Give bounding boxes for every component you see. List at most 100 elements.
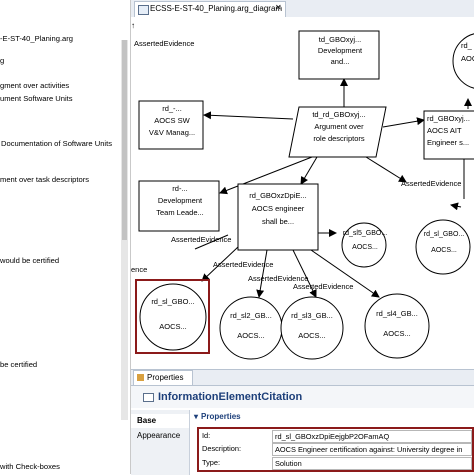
- solution-circle[interactable]: [280, 296, 344, 360]
- side-tab-appearance[interactable]: Appearance: [137, 431, 181, 440]
- solution-node-selected[interactable]: rd_sl_GBO... AOCS...: [141, 289, 205, 339]
- node-id: rd_sl5_GBO...: [342, 230, 388, 237]
- selection-highlight: [135, 279, 210, 354]
- id-field[interactable]: rd_sl_GBOxzDpiEejgbP2OFamAQ: [272, 430, 472, 443]
- edge-eng-sl-selected: [201, 246, 239, 282]
- node-text: and...: [330, 57, 350, 66]
- node-text: Development: [157, 196, 203, 205]
- goal-box[interactable]: [138, 100, 204, 150]
- edge-strategy-right: [365, 156, 407, 183]
- edge-eng-sl3: [292, 249, 317, 298]
- diagram-svg: [135, 30, 474, 360]
- property-key: Id:: [202, 431, 211, 440]
- properties-view: Properties InformationElementCitation Ba…: [131, 369, 474, 475]
- tree-item[interactable]: Documentation of Software Units: [1, 139, 113, 148]
- node-id: td_rd_GBOxyj...: [312, 110, 366, 119]
- solution-node-sl5[interactable]: rd_sl5_GBO... AOCS...: [342, 227, 388, 255]
- property-table: Id: rd_sl_GBOxzDpiEejgbP2OFamAQ Descript…: [197, 427, 474, 472]
- property-row-description: Description: AOCS Engineer certification…: [199, 442, 474, 456]
- diagram-icon: [138, 5, 149, 15]
- editor-tab-bar: ECSS-E-ST-40_Planing.arg_diagram ✕: [131, 0, 474, 18]
- edge-strategy-aocs-sw: [203, 111, 294, 120]
- node-id: rd_: [461, 41, 472, 50]
- node-text: AOCS SW: [154, 116, 190, 125]
- node-text: AOCS...: [159, 322, 187, 331]
- strategy-node[interactable]: td_rd_GBOxyj... Argument over role descr…: [297, 109, 381, 145]
- tree-item[interactable]: be certified: [0, 360, 38, 369]
- node-text: Argument over: [314, 122, 364, 131]
- solution-circle[interactable]: [364, 293, 430, 359]
- goal-node-aocs-sw[interactable]: rd_-... AOCS SW V&V Manag...: [141, 103, 203, 139]
- goal-box[interactable]: [423, 110, 474, 160]
- solution-node-sl3[interactable]: rd_sl3_GB... AOCS...: [284, 306, 340, 346]
- solution-node-sl4[interactable]: rd_sl4_GB... AOCS...: [369, 304, 425, 344]
- solution-circle[interactable]: [452, 33, 474, 89]
- node-id: rd-...: [172, 184, 188, 193]
- node-text: V&V Manag...: [148, 128, 196, 137]
- goal-box[interactable]: [237, 183, 319, 251]
- description-field[interactable]: AOCS Engineer certification against: Uni…: [272, 443, 472, 456]
- strategy-parallelogram[interactable]: [288, 106, 387, 158]
- solution-node-edge[interactable]: rd_ AOC: [461, 39, 474, 65]
- node-id: rd_-...: [162, 104, 182, 113]
- solution-node-right[interactable]: rd_sl_GBO... AOCS...: [419, 227, 469, 259]
- tab-diagram[interactable]: ECSS-E-ST-40_Planing.arg_diagram ✕: [134, 1, 286, 17]
- goal-node-dev-team[interactable]: rd-... Development Team Leade...: [141, 183, 219, 219]
- solution-circle-selected[interactable]: [139, 283, 207, 351]
- tree-item[interactable]: ment over task descriptors: [0, 175, 90, 184]
- tree-scrollbar[interactable]: [121, 40, 128, 420]
- tree-item[interactable]: ument Software Units: [0, 94, 73, 103]
- node-text: shall be...: [261, 217, 295, 226]
- edge-label: AssertedEvidence: [248, 274, 309, 283]
- edge-label: AssertedEvidence: [134, 39, 195, 48]
- tab-label: ECSS-E-ST-40_Planing.arg_diagram: [150, 4, 283, 13]
- edge-label: AssertedEvidence: [293, 282, 354, 291]
- node-text: Team Leade...: [156, 208, 204, 217]
- node-text: Development: [317, 46, 363, 55]
- property-key: Description:: [202, 444, 242, 453]
- goal-box[interactable]: [138, 180, 220, 232]
- edge-right-circle: [450, 202, 462, 211]
- tree-item[interactable]: gment over activities: [0, 81, 70, 90]
- edge-strategy-devteam: [219, 156, 313, 195]
- node-text: Engineer s...: [427, 138, 470, 147]
- edge-label: AssertedEvidence: [171, 235, 232, 244]
- tree-item[interactable]: with Check-boxes: [0, 462, 60, 471]
- pin-marker: ↑: [131, 21, 135, 30]
- type-field[interactable]: Solution: [272, 457, 472, 470]
- goal-node-top[interactable]: td_GBOxyj... Development and...: [301, 34, 379, 67]
- collapse-triangle-icon[interactable]: ▾: [194, 412, 199, 421]
- node-id: rd_GBOxzDpiE...: [249, 191, 307, 200]
- properties-tab-bar: Properties: [131, 370, 474, 386]
- node-text: AOCS...: [237, 331, 265, 340]
- section-title: Properties: [201, 412, 241, 421]
- node-text: AOCS...: [352, 244, 378, 251]
- tree-item-root-file[interactable]: -E-ST-40_Planing.arg: [0, 34, 74, 43]
- solution-circle[interactable]: [341, 222, 387, 268]
- goal-node-aocs-ait[interactable]: rd_GBOxyj... AOCS AIT Engineer s...: [427, 113, 474, 149]
- properties-icon: [137, 374, 144, 381]
- goal-box[interactable]: [298, 30, 380, 80]
- section-header[interactable]: ▾Properties: [194, 412, 241, 421]
- solution-node-sl2[interactable]: rd_sl2_GB... AOCS...: [223, 306, 279, 346]
- model-tree-panel: -E-ST-40_Planing.arg g gment over activi…: [0, 0, 131, 474]
- properties-header: InformationElementCitation: [131, 386, 474, 408]
- node-text: AOCS...: [298, 331, 326, 340]
- node-text: AOCS engineer: [251, 204, 305, 213]
- edge-label: AssertedEvidence: [401, 179, 462, 188]
- close-icon[interactable]: ✕: [275, 3, 282, 12]
- tab-properties[interactable]: Properties: [133, 370, 193, 385]
- tree-item[interactable]: would be certified: [0, 256, 60, 265]
- solution-circle[interactable]: [415, 219, 471, 275]
- properties-side-tabs: Base Appearance: [131, 410, 190, 475]
- tree-item[interactable]: g: [0, 56, 5, 65]
- scrollbar-thumb[interactable]: [122, 40, 127, 240]
- node-text: role descriptors: [313, 134, 365, 143]
- side-tab-base[interactable]: Base: [131, 414, 189, 428]
- node-id: rd_GBOxyj...: [427, 114, 470, 123]
- goal-node-aocs-engineer[interactable]: rd_GBOxzDpiE... AOCS engineer shall be..…: [239, 189, 317, 228]
- node-id: rd_sl_GBO...: [423, 231, 465, 238]
- diagram-canvas[interactable]: td_GBOxyj... Development and... rd_-... …: [131, 17, 474, 369]
- tab-label: Properties: [147, 373, 184, 382]
- node-id: td_GBOxyj...: [318, 35, 362, 44]
